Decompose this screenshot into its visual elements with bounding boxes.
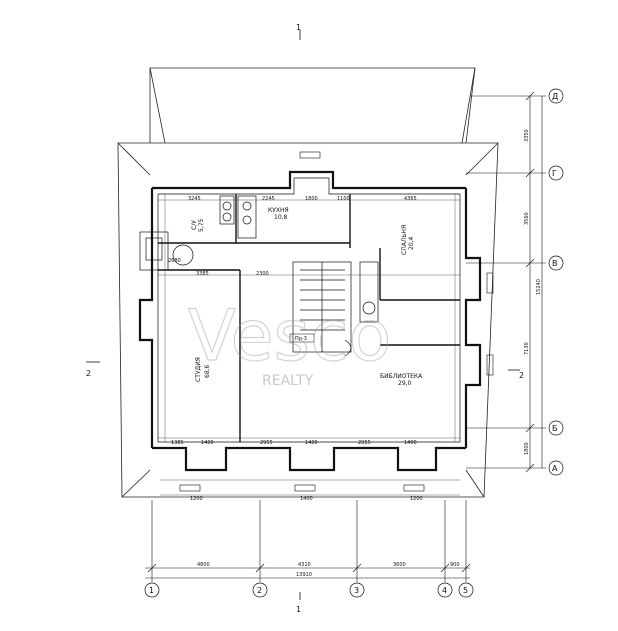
dim-2-3: 4310 (298, 562, 311, 568)
svg-text:4365: 4365 (404, 196, 417, 202)
dim-bottom-total: 13910 (296, 572, 312, 578)
interior-partitions (158, 194, 460, 442)
dim-D-G: 3350 (524, 129, 530, 142)
axis-bubbles-right (548, 88, 564, 476)
external-walls (138, 170, 482, 472)
section-mark-right: 2 (519, 371, 524, 380)
svg-text:2955: 2955 (260, 440, 273, 446)
dim-G-V: 3560 (524, 212, 530, 225)
stair-mark-label: Пр-3 (295, 336, 307, 342)
svg-text:1800: 1800 (305, 196, 318, 202)
dim-4-5: 900 (450, 562, 460, 568)
dim-V-B: 7130 (524, 342, 530, 355)
svg-text:2245: 2245 (262, 196, 275, 202)
axis-4: 4 (442, 586, 447, 595)
room-bath-name: С/У (191, 220, 198, 230)
axis-bubbles-bottom (144, 582, 474, 598)
axis-1: 1 (149, 586, 154, 595)
room-labels: КУХНЯ 10,8 С/У 5,75 СПАЛЬНЯ 20,4 СТУДИЯ … (191, 207, 423, 387)
roof-outline (117, 67, 499, 498)
svg-text:1200: 1200 (410, 496, 423, 502)
svg-text:2300: 2300 (256, 271, 269, 277)
room-kitchen-name: КУХНЯ (268, 207, 289, 214)
wall-inner-lines (157, 177, 461, 443)
watermark-logo: Vesco (188, 295, 391, 377)
inner-dimension-lines (158, 194, 460, 496)
room-kitchen-area: 10,8 (274, 214, 288, 221)
axis-V: В (552, 259, 558, 268)
svg-text:3385: 3385 (196, 271, 209, 277)
svg-text:1200: 1200 (190, 496, 203, 502)
svg-text:2680: 2680 (168, 258, 181, 264)
staircase (292, 261, 352, 357)
section-mark-top: 1 (296, 23, 301, 32)
svg-text:1400: 1400 (404, 440, 417, 446)
section-marks (86, 30, 520, 600)
kitchen-fixtures (237, 195, 379, 323)
section-mark-left: 2 (86, 369, 91, 378)
room-library-area: 29,0 (398, 380, 412, 387)
svg-text:1385: 1385 (171, 440, 184, 446)
svg-text:3245: 3245 (188, 196, 201, 202)
room-library-name: БИБЛИОТЕКА (380, 373, 423, 380)
axis-5: 5 (463, 586, 468, 595)
svg-text:1400: 1400 (305, 440, 318, 446)
svg-text:1400: 1400 (201, 440, 214, 446)
axis-A: А (552, 464, 558, 473)
window-markers (179, 151, 494, 492)
axis-G: Г (552, 169, 557, 178)
dim-1-2: 4800 (197, 562, 210, 568)
svg-text:1400: 1400 (300, 496, 313, 502)
room-bedroom-area: 20,4 (408, 236, 415, 250)
dim-B-A: 1800 (524, 442, 530, 455)
right-dimension-lines (466, 91, 546, 473)
inner-dimension-values: 3245 2245 1800 1100 4365 2680 2300 3385 … (168, 196, 423, 502)
svg-text:1100: 1100 (337, 196, 350, 202)
stair-mark-box (289, 333, 315, 343)
room-bedroom-name: СПАЛЬНЯ (401, 225, 408, 255)
dim-right-total: 15240 (536, 279, 542, 295)
watermark-sub: REALTY (262, 373, 314, 389)
svg-text:2955: 2955 (358, 440, 371, 446)
axis-3: 3 (354, 586, 359, 595)
axis-2: 2 (257, 586, 262, 595)
dim-3-4: 3600 (393, 562, 406, 568)
bottom-dimension-lines (145, 500, 471, 582)
section-mark-bottom: 1 (296, 605, 301, 614)
room-studio-area: 68,6 (204, 364, 211, 378)
room-studio-name: СТУДИЯ (195, 357, 202, 382)
bathroom-fixtures (139, 195, 235, 271)
room-bath-area: 5,75 (198, 218, 205, 232)
axis-D: Д (552, 92, 558, 101)
axis-B: Б (552, 424, 558, 433)
